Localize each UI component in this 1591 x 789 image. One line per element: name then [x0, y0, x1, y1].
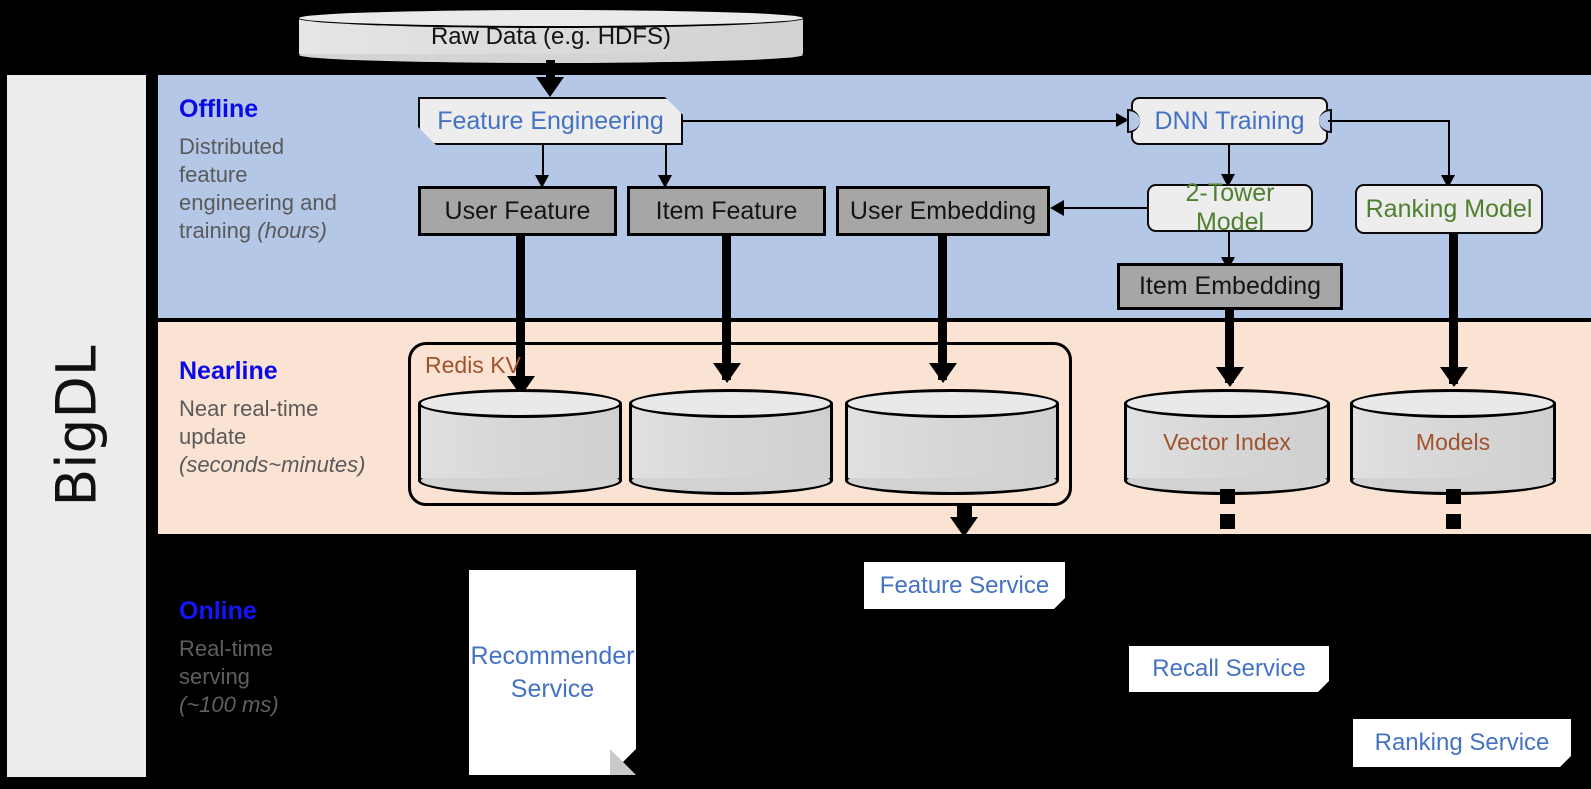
user-embedding-label: User Embedding [849, 196, 1037, 225]
dash-redis-featureservice [957, 505, 972, 519]
offline-title: Offline [179, 95, 259, 123]
dnn-training-label: DNN Training [1154, 106, 1305, 135]
vector-index-cylinder[interactable]: Vector Index [1124, 389, 1330, 495]
raw-data-label: Raw Data (e.g. HDFS) [430, 22, 672, 50]
connector-dnn-twotower [1228, 145, 1231, 176]
bigdl-label: BigDL [44, 345, 109, 507]
arrowhead-userembedding-redis [929, 363, 957, 383]
dnn-training-box[interactable]: DNN Training [1131, 97, 1328, 145]
redis-kv-container [408, 342, 1072, 506]
offline-description: Distributed feature engineering and trai… [179, 133, 337, 243]
feature-service-doc[interactable]: Feature Service [864, 562, 1065, 609]
nearline-description: Near real-time update (seconds~minutes) [179, 395, 366, 477]
user-feature-label: User Feature [444, 196, 591, 225]
item-embedding-label: Item Embedding [1138, 272, 1322, 300]
cylinder-top [418, 389, 622, 418]
redis-cylinder-user-feature [418, 389, 622, 495]
pipe-userembedding-redis [938, 236, 947, 380]
two-tower-model-label: 2-Tower Model [1185, 179, 1275, 236]
cylinder-top [297, 8, 805, 28]
redis-cylinder-user-embedding [845, 389, 1059, 495]
connector-dnn-ranking-h [1328, 120, 1450, 123]
feature-engineering-label: Feature Engineering [437, 106, 664, 135]
recommender-service-doc[interactable]: Recommender Service [469, 570, 636, 775]
connector-rawdata-fe [546, 60, 555, 79]
offline-caption: Offline Distributed feature engineering … [179, 95, 394, 245]
page-fold-icon [1054, 598, 1065, 609]
vector-index-label: Vector Index [1163, 428, 1291, 455]
ranking-model-label: Ranking Model [1365, 194, 1533, 223]
redis-cylinder-item-feature [629, 389, 833, 495]
models-label: Models [1415, 428, 1491, 455]
arrowhead-rawdata-fe [536, 77, 564, 97]
connector-fe-itemfeature [665, 145, 668, 177]
dash-models-1 [1446, 489, 1461, 504]
page-fold-shade-icon [610, 749, 636, 775]
item-feature-box[interactable]: Item Feature [627, 186, 826, 236]
page-fold-icon [1560, 756, 1571, 767]
bigdl-sidebar: BigDL [7, 75, 146, 777]
connector-fe-dnn [683, 120, 1117, 123]
connector-dnn-ranking-v [1448, 120, 1451, 177]
pipe-itemembedding-vectorindex [1225, 310, 1234, 383]
arrowhead-fe-itemfeature [658, 175, 672, 188]
user-feature-box[interactable]: User Feature [418, 186, 617, 236]
pipe-userfeature-redis [516, 236, 525, 394]
item-embedding-box[interactable]: Item Embedding [1117, 263, 1343, 310]
online-description: Real-time serving (~100 ms) [179, 635, 279, 717]
cylinder-top [845, 389, 1059, 418]
arrowhead-itemfeature-redis [713, 363, 741, 383]
recall-service-label: Recall Service [1152, 655, 1306, 682]
connector-twotower-itemembedding [1228, 232, 1231, 260]
redis-kv-label: Redis KV [425, 352, 521, 378]
cylinder-top [629, 389, 833, 418]
pipe-itemfeature-redis [722, 236, 731, 380]
recommender-service-label: Recommender Service [470, 642, 635, 703]
nearline-caption: Nearline Near real-time update (seconds~… [179, 357, 409, 479]
models-cylinder[interactable]: Models [1350, 389, 1556, 495]
feature-engineering-box[interactable]: Feature Engineering [418, 97, 683, 145]
connector-twotower-userembedding [1062, 207, 1148, 210]
arrowhead-fe-dnn [1116, 113, 1129, 127]
arrowhead-dnn-twotower [1221, 174, 1235, 187]
dash-vectorindex-1 [1220, 489, 1235, 504]
ranking-service-label: Ranking Service [1374, 729, 1550, 756]
two-tower-model-box[interactable]: 2-Tower Model [1147, 179, 1313, 236]
arrowhead-fe-userfeature [535, 175, 549, 188]
pipe-rankingmodel-models [1449, 234, 1458, 384]
dash-models-2 [1446, 514, 1461, 529]
raw-data-cylinder: Raw Data (e.g. HDFS) [297, 8, 805, 65]
arrowhead-twotower-userembedding [1050, 200, 1064, 216]
dash-vectorindex-2 [1220, 514, 1235, 529]
arrowhead-itemembedding-vectorindex [1216, 367, 1244, 387]
recall-service-doc[interactable]: Recall Service [1129, 646, 1329, 692]
online-title: Online [179, 597, 257, 625]
ranking-service-doc[interactable]: Ranking Service [1353, 719, 1571, 767]
ranking-model-box[interactable]: Ranking Model [1355, 184, 1543, 234]
cylinder-top [1124, 389, 1330, 418]
nearline-title: Nearline [179, 357, 278, 385]
arrowhead-redis-featureservice [950, 517, 978, 537]
user-embedding-box[interactable]: User Embedding [836, 186, 1050, 236]
arrowhead-rankingmodel-models [1440, 367, 1468, 387]
cylinder-top [1350, 389, 1556, 418]
item-feature-label: Item Feature [655, 196, 798, 225]
feature-service-label: Feature Service [879, 571, 1050, 599]
page-fold-icon [1318, 681, 1329, 692]
online-caption: Online Real-time serving (~100 ms) [179, 597, 409, 719]
connector-fe-userfeature [542, 145, 545, 177]
